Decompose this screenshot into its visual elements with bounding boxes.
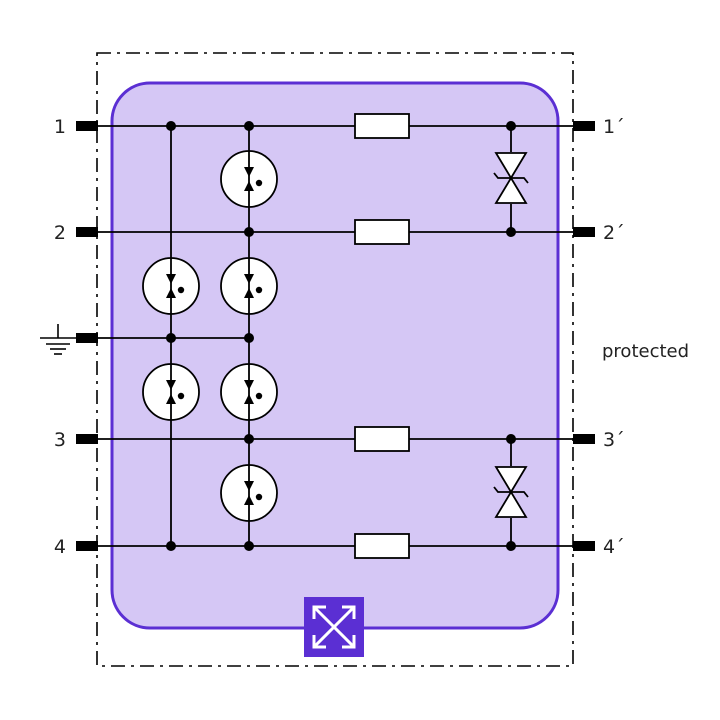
terminal-1-prime — [573, 121, 595, 131]
outer-dashed-border — [96, 52, 574, 667]
terminal-3 — [76, 434, 98, 444]
resistor-icon — [354, 219, 410, 245]
terminal-1 — [76, 121, 98, 131]
gas-discharge-tube-icon — [142, 363, 200, 421]
label-1: 1 — [54, 116, 66, 138]
left-terminals — [76, 121, 98, 551]
gas-discharge-tube-icon — [220, 257, 278, 315]
gas-discharge-tube-icon — [220, 464, 278, 522]
resistor-icon — [354, 426, 410, 452]
terminal-2-prime — [573, 227, 595, 237]
terminal-3-prime — [573, 434, 595, 444]
gas-discharge-tube-icon — [220, 363, 278, 421]
terminal-ground — [76, 333, 98, 343]
ground-icon — [40, 324, 76, 355]
label-2-prime: 2´ — [603, 222, 625, 244]
resistor-icon — [354, 533, 410, 559]
label-4: 4 — [54, 536, 66, 558]
terminal-4-prime — [573, 541, 595, 551]
terminal-4 — [76, 541, 98, 551]
resistor-icon — [354, 113, 410, 139]
gas-discharge-tube-icon — [220, 150, 278, 208]
resistors — [354, 113, 410, 559]
terminal-2 — [76, 227, 98, 237]
label-1-prime: 1´ — [603, 116, 625, 138]
label-4-prime: 4´ — [603, 536, 625, 558]
tvs-diodes — [493, 152, 529, 518]
label-3: 3 — [54, 429, 66, 451]
gas-discharge-tube-icon — [142, 257, 200, 315]
right-labels: 1´ 2´ 3´ 4´ — [603, 116, 625, 558]
label-3-prime: 3´ — [603, 429, 625, 451]
junction-dots — [166, 121, 516, 551]
right-terminals — [573, 121, 595, 551]
label-2: 2 — [54, 222, 66, 244]
left-labels: 1 2 3 4 — [54, 116, 66, 558]
protected-label: protected — [602, 341, 689, 362]
arrows-expand-icon — [304, 597, 364, 657]
